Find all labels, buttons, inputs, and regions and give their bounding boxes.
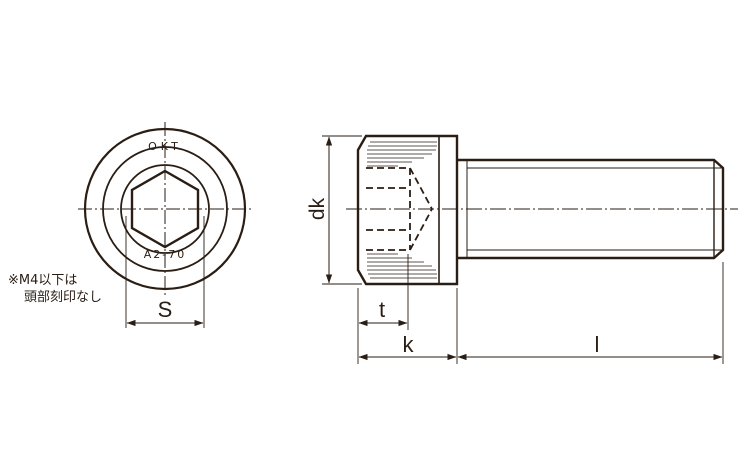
head-marking-top: OKT xyxy=(148,140,182,153)
bolt-head-outline xyxy=(356,134,459,286)
bolt-shank-outline xyxy=(457,158,725,260)
marking-note-line1: ※M4以下は xyxy=(8,273,78,288)
hex-socket xyxy=(130,169,200,249)
hidden-socket xyxy=(366,167,433,251)
marking-note-line2: 頭部刻印なし xyxy=(24,290,103,305)
front-view xyxy=(78,122,252,328)
side-view xyxy=(322,134,738,364)
dimension-label-s: S xyxy=(158,297,173,322)
dimension-label-l: l xyxy=(595,332,600,357)
head-marking-bottom: A2-70 xyxy=(144,248,187,261)
socket-circle xyxy=(120,164,210,254)
knurl-hatch-top xyxy=(367,141,437,167)
dimension-label-t: t xyxy=(379,297,385,322)
knurl-hatch-bottom xyxy=(367,253,437,279)
dimension-label-dk: dk xyxy=(306,197,329,220)
dimension-label-k: k xyxy=(403,332,415,357)
